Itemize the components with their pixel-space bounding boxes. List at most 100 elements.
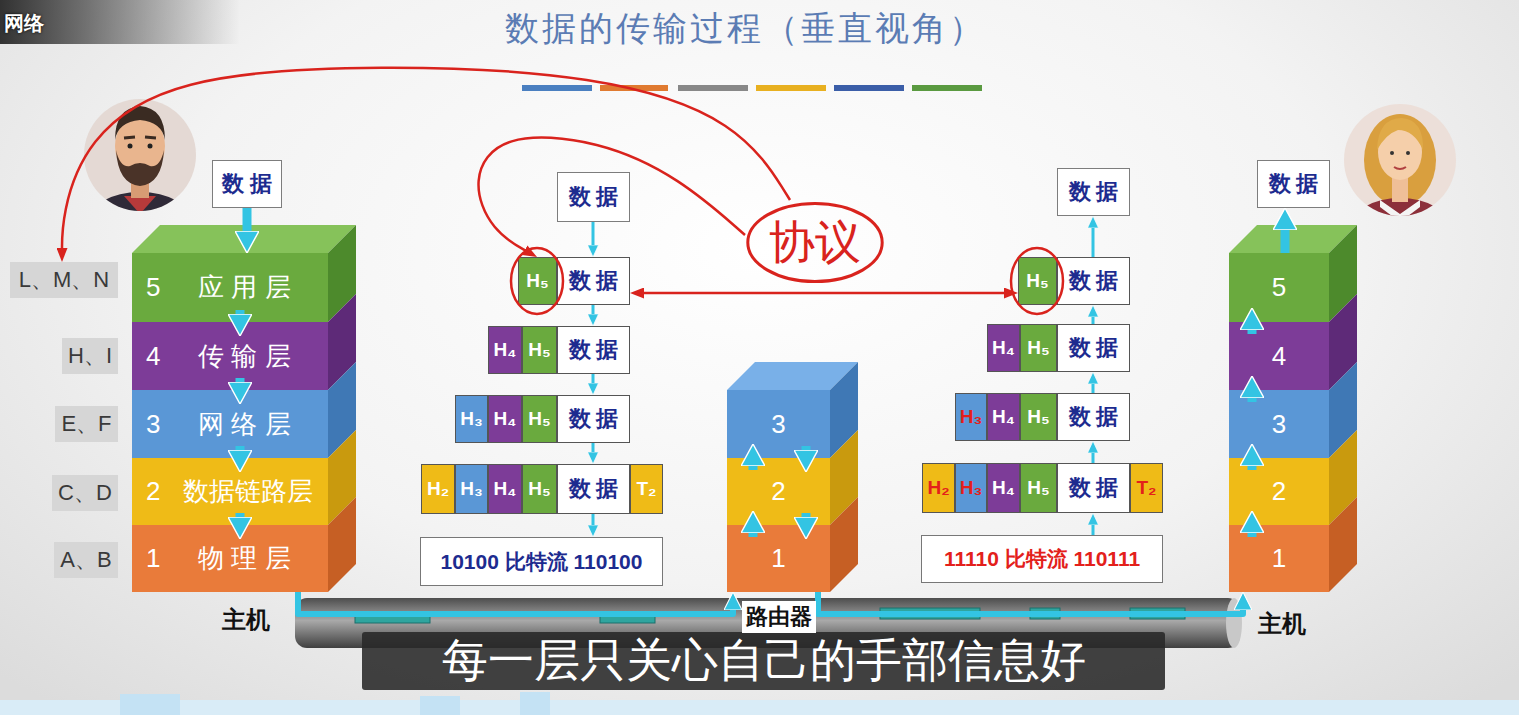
header-text: H₄ (992, 337, 1015, 359)
header-text: H₅ (526, 270, 548, 292)
header-text: H₄ (992, 477, 1015, 499)
flow-arrow (236, 446, 245, 459)
flow-arrow (236, 513, 245, 526)
flow-arrow (802, 446, 811, 459)
data-cell: 数据 (557, 395, 630, 443)
layer-block: 4 传输层 (132, 322, 328, 390)
data-text: 数据 (1069, 473, 1124, 503)
header-cell: H₅ (1020, 393, 1057, 441)
header-text: H₅ (1027, 477, 1049, 499)
layer-tag: H、I (62, 338, 118, 374)
cable-segment (600, 612, 655, 623)
flow-arrow (749, 457, 758, 470)
layer-number: 2 (146, 476, 160, 507)
header-cell: H₄ (488, 464, 522, 514)
diagram-title: 数据的传输过程（垂直视角） (0, 6, 1490, 52)
flow-arrow (1281, 221, 1290, 253)
avatar-ground (1344, 104, 1456, 216)
layer-number: 4 (146, 341, 160, 372)
layer-block: 1 (727, 525, 830, 592)
layer-number: 4 (1272, 341, 1286, 372)
flow-arrow (1248, 457, 1257, 470)
flow-arrow (1092, 448, 1095, 463)
layer-name: 物理层 (198, 541, 299, 576)
layer-name: 传输层 (198, 339, 299, 374)
avatar-mouth (1394, 167, 1406, 169)
data-text: 数据 (569, 404, 624, 434)
stack-side-face (1329, 497, 1357, 592)
header-text: H₅ (528, 408, 550, 430)
layer-number: 1 (771, 543, 785, 574)
device-label: 主机 (222, 604, 270, 636)
header-text: H₅ (1027, 337, 1049, 359)
data-box: 数据 (1257, 160, 1330, 208)
data-box: 数据 (212, 160, 282, 208)
flow-arrow (1248, 524, 1257, 537)
header-cell: H₅ (522, 395, 557, 443)
flow-arrow (1092, 520, 1095, 535)
layer-tag: A、B (54, 542, 118, 578)
layer-tag-text: C、D (58, 478, 112, 508)
flow-arrow (592, 374, 595, 388)
layer-block: 4 (1229, 322, 1329, 390)
avatar-collar (124, 196, 156, 214)
flow-arrow (1248, 389, 1257, 402)
protocol-circle: 协议 (745, 200, 885, 285)
color-bar (522, 85, 592, 91)
avatar-eye (1406, 151, 1410, 155)
layer-block: 3网络层 (132, 390, 328, 458)
data-cell: 数据 (1057, 393, 1130, 441)
header-cell: H₄ (987, 463, 1020, 513)
header-text: H₃ (460, 478, 483, 500)
avatar-eye (148, 144, 153, 149)
device-label: 路由器 (742, 601, 816, 633)
layer-number: 5 (1272, 272, 1286, 303)
layer-name: 数据链路层 (183, 474, 313, 509)
layer-number: 2 (1272, 476, 1286, 507)
data-text: 数据 (1069, 333, 1124, 363)
layer-block: 2 数据链路层 (132, 458, 328, 525)
cable-segment (880, 608, 980, 619)
avatar-beard (116, 150, 164, 186)
header-cell: H₄ (987, 324, 1020, 372)
cable-segment (1130, 608, 1185, 619)
data-text: 数据 (569, 182, 624, 212)
stripe (420, 696, 460, 715)
bitstream-text: 11110 比特流 110111 (944, 545, 1140, 573)
man-avatar (84, 99, 196, 252)
header-cell: H₃ (955, 463, 987, 513)
data-box: 数据 (1057, 168, 1130, 216)
cable-end (1226, 598, 1242, 648)
avatar-ground (84, 99, 196, 211)
layer-tag-text: L、M、N (19, 265, 109, 295)
flow-arrow (1092, 379, 1095, 393)
bottom-stripe (0, 692, 1519, 715)
header-cell: H₄ (987, 393, 1020, 441)
router-stack-depth (727, 362, 858, 592)
video-subtitle: 每一层只关心自己的手部信息好 (362, 632, 1165, 690)
layer-tag-text: A、B (60, 545, 111, 575)
stack-top-face (132, 225, 356, 253)
watermark: 网络 (4, 10, 44, 37)
color-bar (600, 85, 668, 91)
layer-number: 3 (1272, 409, 1286, 440)
header-cell: H₄ (488, 326, 522, 374)
flow-arrow (592, 514, 595, 530)
header-cell: H₅ (1020, 324, 1057, 372)
data-text: 数据 (569, 474, 624, 504)
flow-arrow (749, 524, 758, 537)
data-text: 数据 (1269, 169, 1324, 199)
data-text: 数据 (1069, 177, 1124, 207)
layer-block: 5 (1229, 253, 1329, 322)
flow-arrow (818, 592, 1243, 614)
avatar-collar (1380, 200, 1420, 222)
data-text: 数据 (222, 169, 277, 199)
layer-block: 3 (1229, 390, 1329, 458)
highlight-ring (511, 248, 563, 314)
data-text: 数据 (569, 335, 624, 365)
layer-tag: L、M、N (10, 262, 118, 298)
layer-block: 1物理层 (132, 525, 328, 592)
stack-side-face (328, 497, 356, 592)
stack-side-face (830, 497, 858, 592)
protocol-annotation: 协议 (769, 212, 861, 274)
